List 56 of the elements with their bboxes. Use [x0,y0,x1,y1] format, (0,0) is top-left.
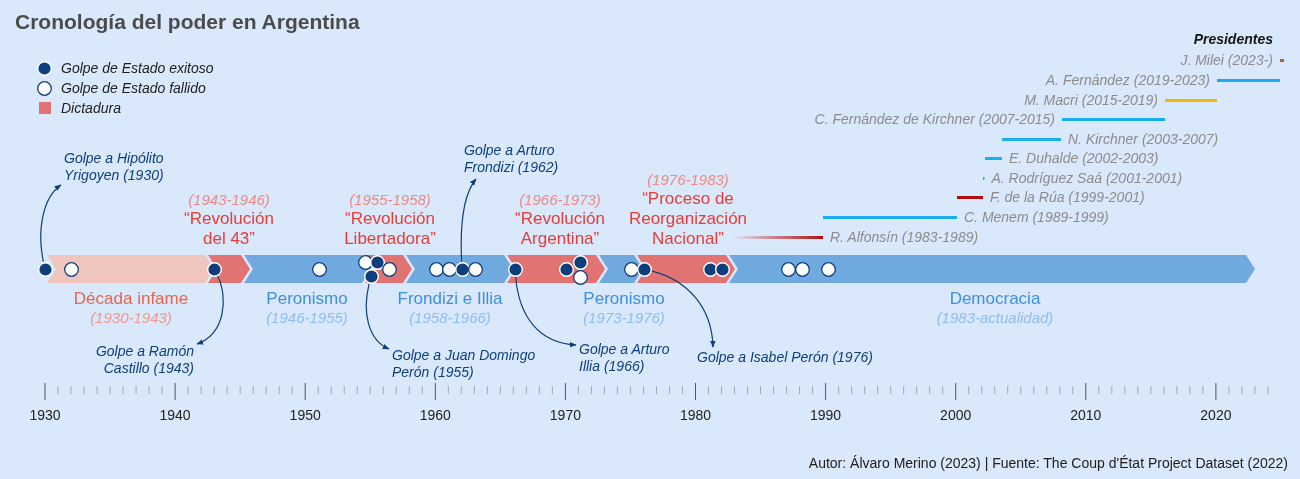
legend-label: Golpe de Estado fallido [61,79,206,97]
period-dates: (1976-1983) [647,171,729,189]
curved-arrow [365,282,390,350]
axis-tick-label: 2020 [1200,407,1232,424]
period-dates: (1983-actualidad) [936,309,1054,327]
president-label: N. Kirchner (2003-2007) [1068,130,1219,148]
curved-arrow [460,178,477,263]
period-dates: (1930-1943) [90,309,172,327]
period-name: Peronismo [266,289,348,309]
solid-dot-icon [37,261,53,277]
axis-tick-label: 1970 [549,407,581,424]
legend-label: Golpe de Estado exitoso [61,59,214,77]
coup-annotation: Golpe a Isabel Perón (1976) [697,349,873,366]
period-dates: (1966-1973) [519,191,601,209]
president-label: C. Fernández de Kirchner (2007-2015) [814,110,1055,128]
axis-tick-label: 1950 [289,407,321,424]
source-credit: Autor: Álvaro Merino (2023) | Fuente: The Coup d'État Project Dataset (2022) [808,455,1288,472]
period-name: “Revolución Libertadora” [343,209,437,249]
period-name: Democracia [949,289,1041,309]
president-label: C. Menem (1989-1999) [964,208,1109,226]
axis-tick-label: 1980 [679,407,712,424]
president-label: R. Alfonsín (1983-1989) [830,228,979,246]
president-label: E. Duhalde (2002-2003) [1009,149,1159,167]
period-name: “Proceso de Reorganización Nacional” [627,189,749,249]
curved-arrow [515,275,577,348]
axis-tick-label: 1990 [810,407,842,424]
period-dates: (1955-1958) [349,191,431,209]
axis-tick-label: 1960 [419,407,451,424]
coup-annotation: Golpe a Juan Domingo Perón (1955) [392,347,544,381]
axis-tick-label: 2000 [940,407,972,424]
coup-annotation: Golpe a Arturo Illia (1966) [579,341,675,375]
period-name: Década infame [73,289,189,309]
curved-arrow [40,184,62,263]
coup-annotation: Golpe a Hipólito Yrigoyen (1930) [64,150,176,184]
period-dates: (1973-1976) [583,309,665,327]
period-dates: (1946-1955) [266,309,348,327]
coup-annotation: Golpe a Arturo Frondizi (1962) [464,142,564,176]
period-name: “Revolución del 43” [183,209,275,249]
president-label: F. de la Rúa (1999-2001) [990,188,1145,206]
president-label: A. Rodríguez Saá (2001-2001) [991,169,1183,187]
period-name: Frondizi e Illia [397,289,503,309]
president-label: M. Macri (2015-2019) [1024,91,1158,109]
president-label: J. Milei (2023-) [1180,51,1273,69]
legend-label: Dictadura [61,99,121,117]
chart-title: Cronología del poder en Argentina [15,9,360,35]
curved-arrow [650,270,716,348]
chart-heading: Presidentes [1193,31,1273,48]
axis-tick-label: 2010 [1070,407,1102,424]
axis-tick-label: 1940 [159,407,191,424]
president-label: A. Fernández (2019-2023) [1045,71,1210,89]
axis-tick-label: 1930 [29,407,61,424]
coup-annotation: Golpe a Ramón Castillo (1943) [90,343,194,377]
period-dates: (1958-1966) [409,309,491,327]
period-name: “Revolución Argentina” [514,209,606,249]
period-name: Peronismo [583,289,665,309]
period-dates: (1943-1946) [188,191,270,209]
